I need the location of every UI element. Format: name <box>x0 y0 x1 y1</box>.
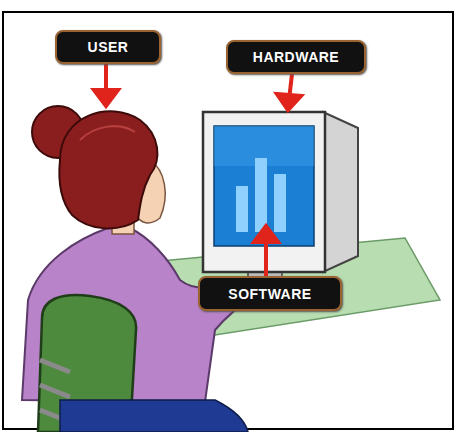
leader-arrows <box>94 64 301 276</box>
hair <box>59 111 157 228</box>
arrow-head <box>94 90 118 106</box>
label-box: HARDWARE <box>226 40 366 74</box>
label-box: USER <box>55 30 161 64</box>
monitor-side <box>323 112 358 272</box>
label-box: SOFTWARE <box>198 276 342 311</box>
screen <box>214 126 314 246</box>
chart-bar <box>255 158 267 232</box>
chart-bar <box>274 174 286 232</box>
arrow-head <box>254 226 278 242</box>
skirt <box>60 400 248 432</box>
hair-strand <box>80 126 135 140</box>
label-text: USER <box>88 39 129 55</box>
chart-bar <box>236 186 248 232</box>
arrow-head <box>277 94 301 110</box>
label-text: SOFTWARE <box>228 286 311 302</box>
label-text: HARDWARE <box>253 49 339 65</box>
